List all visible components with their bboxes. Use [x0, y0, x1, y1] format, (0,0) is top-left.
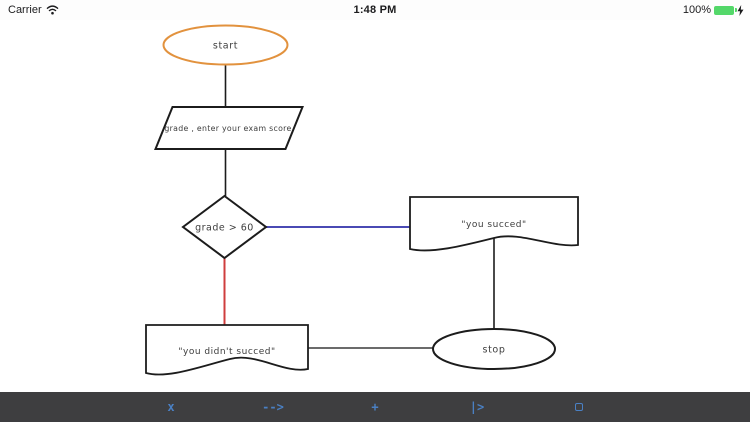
status-bar: Carrier 1:48 PM 100%: [0, 0, 750, 20]
decision-node-label: grade > 60: [195, 223, 254, 234]
play-icon: |>: [469, 400, 485, 414]
stop-node-label: stop: [483, 345, 506, 356]
input-node[interactable]: [154, 106, 304, 150]
plus-icon: +: [371, 400, 379, 414]
failure-node[interactable]: [145, 324, 309, 376]
play-button[interactable]: |>: [455, 392, 499, 422]
delete-button[interactable]: x: [149, 392, 193, 422]
dashed-arrow-icon: -->: [262, 400, 284, 414]
input-node-label: grade , enter your exam score: [164, 124, 291, 133]
charging-bolt-icon: [737, 4, 744, 16]
carrier-label: Carrier: [8, 4, 42, 16]
battery-percent: 100%: [682, 4, 711, 16]
start-node-label: start: [213, 41, 238, 52]
stop-node[interactable]: [432, 328, 556, 370]
wifi-icon: [46, 5, 59, 15]
stop-tool-button[interactable]: [557, 392, 601, 422]
clock: 1:48 PM: [353, 4, 397, 16]
start-node[interactable]: [162, 24, 289, 66]
add-shape-button[interactable]: +: [353, 392, 397, 422]
success-node[interactable]: [409, 196, 579, 252]
success-node-label: "you succed": [461, 220, 526, 230]
arrow-tool-button[interactable]: -->: [251, 392, 295, 422]
bottom-toolbar: x --> + |>: [0, 392, 750, 422]
square-icon: [575, 403, 583, 411]
decision-node[interactable]: [181, 194, 268, 260]
battery-icon: [714, 5, 737, 15]
failure-node-label: "you didn't succed": [178, 347, 275, 357]
flowchart-canvas[interactable]: start grade , enter your exam score grad…: [0, 20, 750, 392]
delete-button-label: x: [167, 400, 175, 414]
